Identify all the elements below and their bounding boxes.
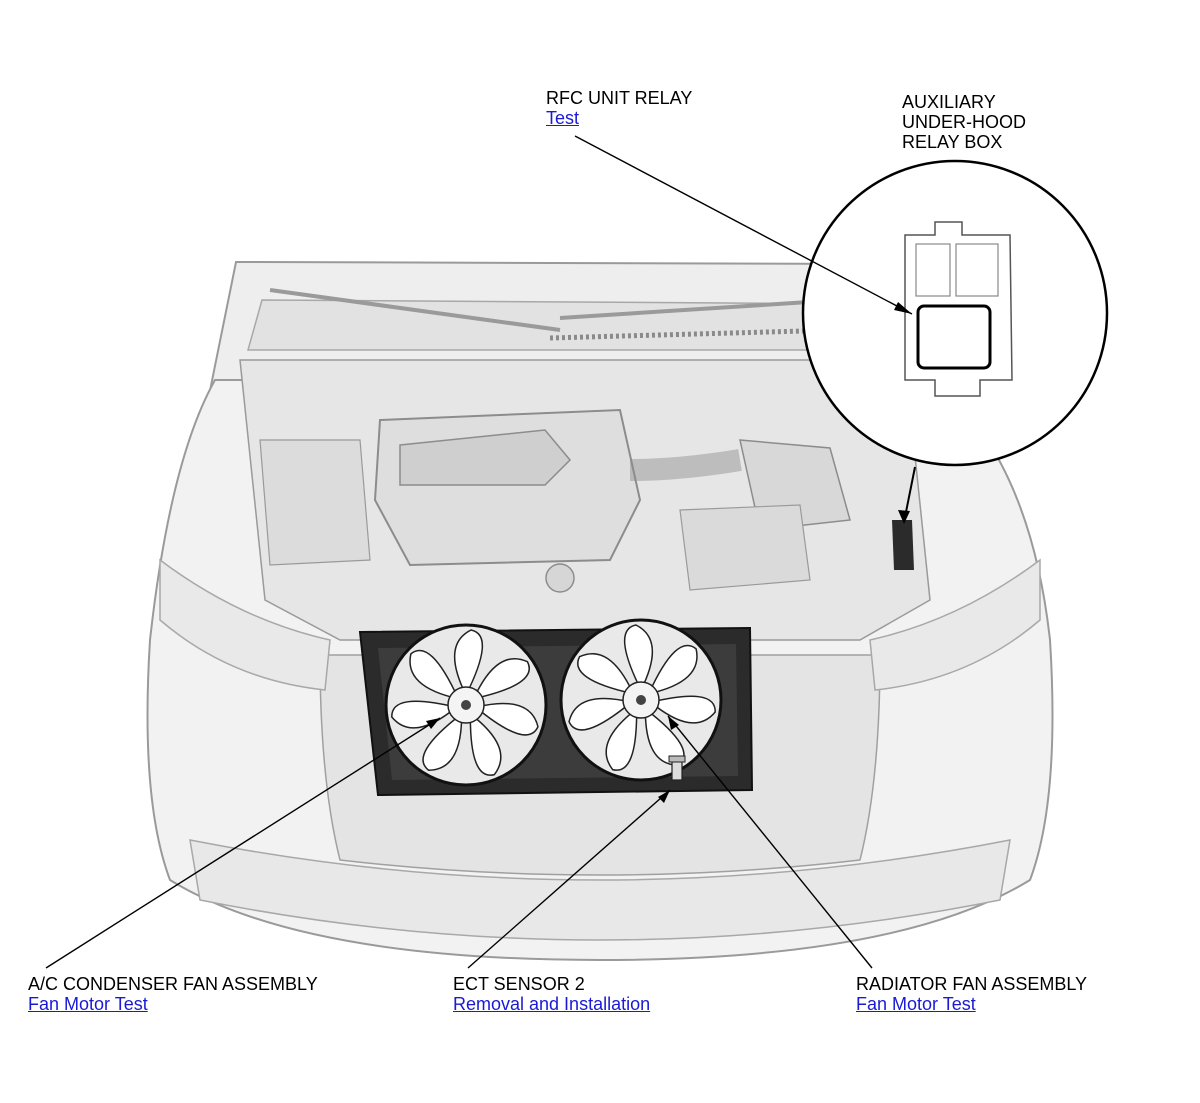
battery-area xyxy=(679,504,811,591)
rfc-relay-highlight xyxy=(916,304,992,370)
auxiliary-relay-box-title: AUXILIARY UNDER-HOOD RELAY BOX xyxy=(902,92,1026,152)
ac-condenser-fan-title: A/C CONDENSER FAN ASSEMBLY xyxy=(28,974,318,994)
headlight-right xyxy=(869,558,1041,691)
fan-shroud xyxy=(358,618,754,797)
ect-removal-installation-link[interactable]: Removal and Installation xyxy=(453,994,651,1014)
leader-rfc xyxy=(574,135,913,315)
label-ac-condenser-fan: A/C CONDENSER FAN ASSEMBLY Fan Motor Tes… xyxy=(28,974,318,1014)
relay-bracket xyxy=(892,520,914,570)
relay-slot-right xyxy=(955,243,999,297)
relay-box-callout xyxy=(801,159,1109,524)
label-ect-sensor-2: ECT SENSOR 2 Removal and Installation xyxy=(453,974,650,1014)
windshield-cowl xyxy=(247,299,893,351)
relay-slot-left xyxy=(915,243,951,297)
oil-cap xyxy=(545,563,575,593)
ect-sensor-2-title: ECT SENSOR 2 xyxy=(453,974,585,994)
radiator-fan-motor-test-link[interactable]: Fan Motor Test xyxy=(856,994,976,1014)
radiator-fan-title: RADIATOR FAN ASSEMBLY xyxy=(856,974,1088,994)
radiator-fan xyxy=(559,618,723,782)
wiper-left xyxy=(269,288,561,332)
label-radiator-fan: RADIATOR FAN ASSEMBLY Fan Motor Test xyxy=(856,974,1087,1014)
cowl-grille xyxy=(549,327,841,341)
leader-lines xyxy=(45,135,913,969)
leader-arrowheads xyxy=(426,302,912,803)
rfc-relay-test-link[interactable]: Test xyxy=(546,108,580,128)
leader-ect xyxy=(467,789,671,969)
rfc-unit-relay-title: RFC UNIT RELAY xyxy=(546,88,693,108)
wiper-right xyxy=(559,298,841,320)
engine-cover-emblem xyxy=(399,429,572,486)
ac-fan-motor-test-link[interactable]: Fan Motor Test xyxy=(28,994,148,1014)
intake-duct xyxy=(629,449,742,481)
leader-ac-fan xyxy=(45,717,441,969)
label-auxiliary-relay-box: AUXILIARY UNDER-HOOD RELAY BOX xyxy=(902,92,1026,152)
left-components xyxy=(259,439,371,566)
label-rfc-unit-relay: RFC UNIT RELAY Test xyxy=(546,88,692,128)
bumper-lower xyxy=(189,839,1011,941)
ect-sensor xyxy=(668,755,686,781)
ac-condenser-fan xyxy=(384,623,548,787)
leader-radiator-fan xyxy=(667,715,873,969)
headlight-left xyxy=(159,558,331,691)
